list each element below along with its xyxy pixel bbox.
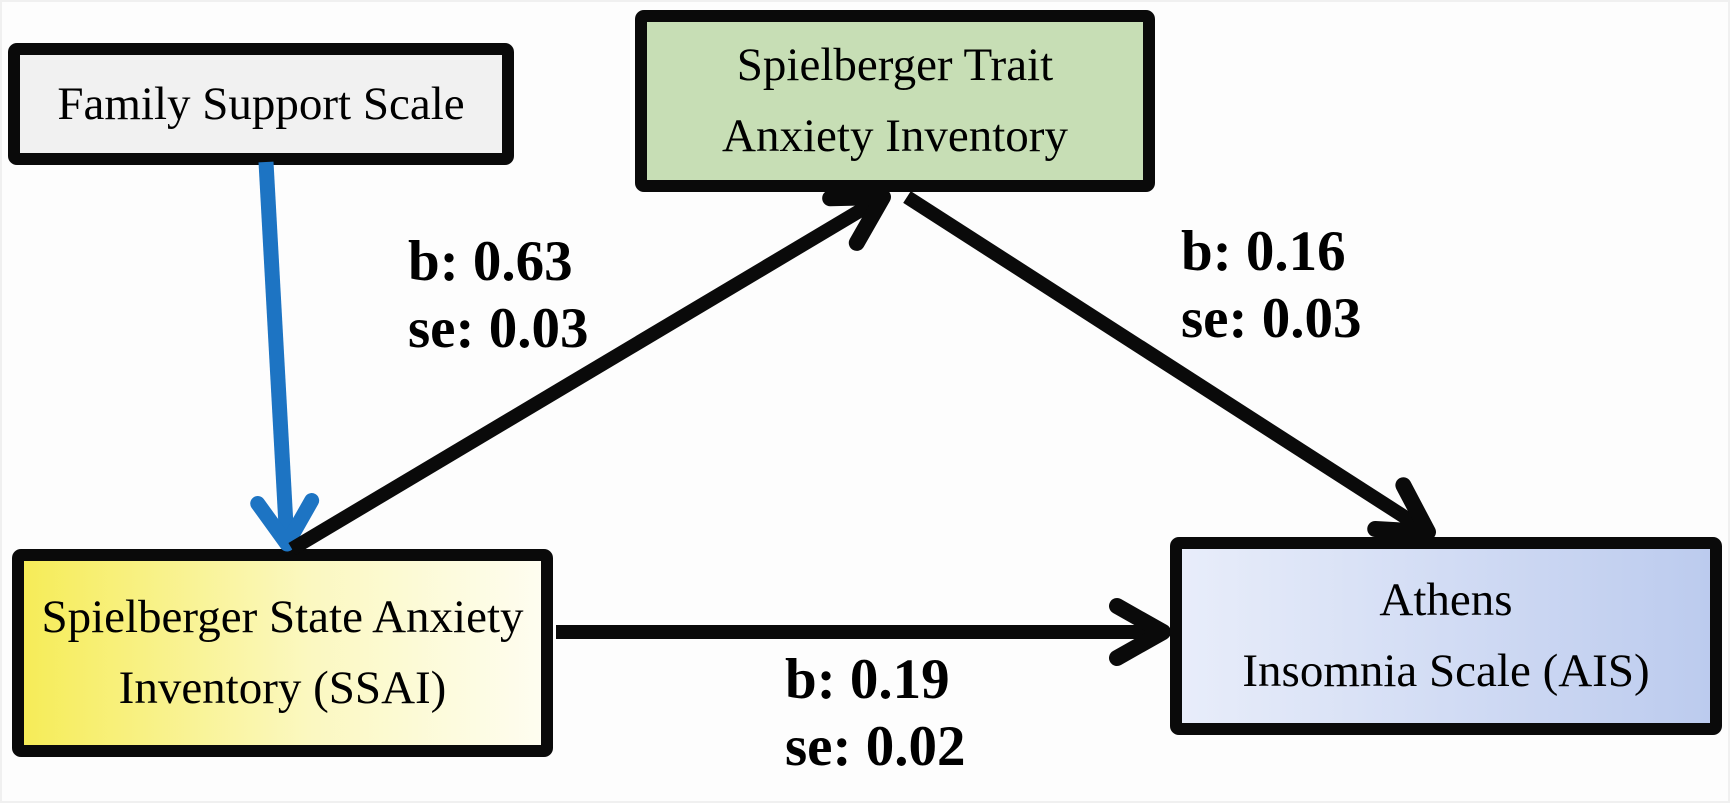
node-state-anxiety-label-line1: Spielberger State Anxiety <box>41 591 524 643</box>
node-family-support-scale: Family Support Scale <box>8 43 514 165</box>
node-trait-anxiety-label-line2: Anxiety Inventory <box>722 110 1068 162</box>
node-state-anxiety-label-line2: Inventory (SSAI) <box>118 662 447 714</box>
node-family-support-label: Family Support Scale <box>57 77 465 130</box>
coefficient-se-value: se: 0.02 <box>785 715 966 778</box>
path-coefficient-ssai-to-trait: b: 0.63 se: 0.03 <box>408 228 588 362</box>
path-coefficient-trait-to-ais: b: 0.16 se: 0.03 <box>1181 218 1361 352</box>
coefficient-se-value: se: 0.03 <box>408 297 589 360</box>
path-coefficient-ssai-to-ais: b: 0.19 se: 0.02 <box>785 646 965 780</box>
node-athens-insomnia-label-line2: Insomnia Scale (AIS) <box>1242 645 1650 697</box>
node-athens-insomnia-label-line1: Athens <box>1379 574 1513 626</box>
coefficient-b-value: b: 0.19 <box>785 648 950 711</box>
coefficient-b-value: b: 0.63 <box>408 230 573 293</box>
node-trait-anxiety-label-line1: Spielberger Trait <box>736 39 1054 91</box>
node-athens-insomnia-scale: Athens Insomnia Scale (AIS) <box>1170 537 1722 735</box>
arrow-family-to-ssai <box>250 161 320 552</box>
coefficient-se-value: se: 0.03 <box>1181 287 1362 350</box>
node-spielberger-trait-anxiety-inventory: Spielberger Trait Anxiety Inventory <box>635 10 1155 192</box>
node-spielberger-state-anxiety-inventory: Spielberger State Anxiety Inventory (SSA… <box>12 549 553 757</box>
coefficient-b-value: b: 0.16 <box>1181 220 1346 283</box>
